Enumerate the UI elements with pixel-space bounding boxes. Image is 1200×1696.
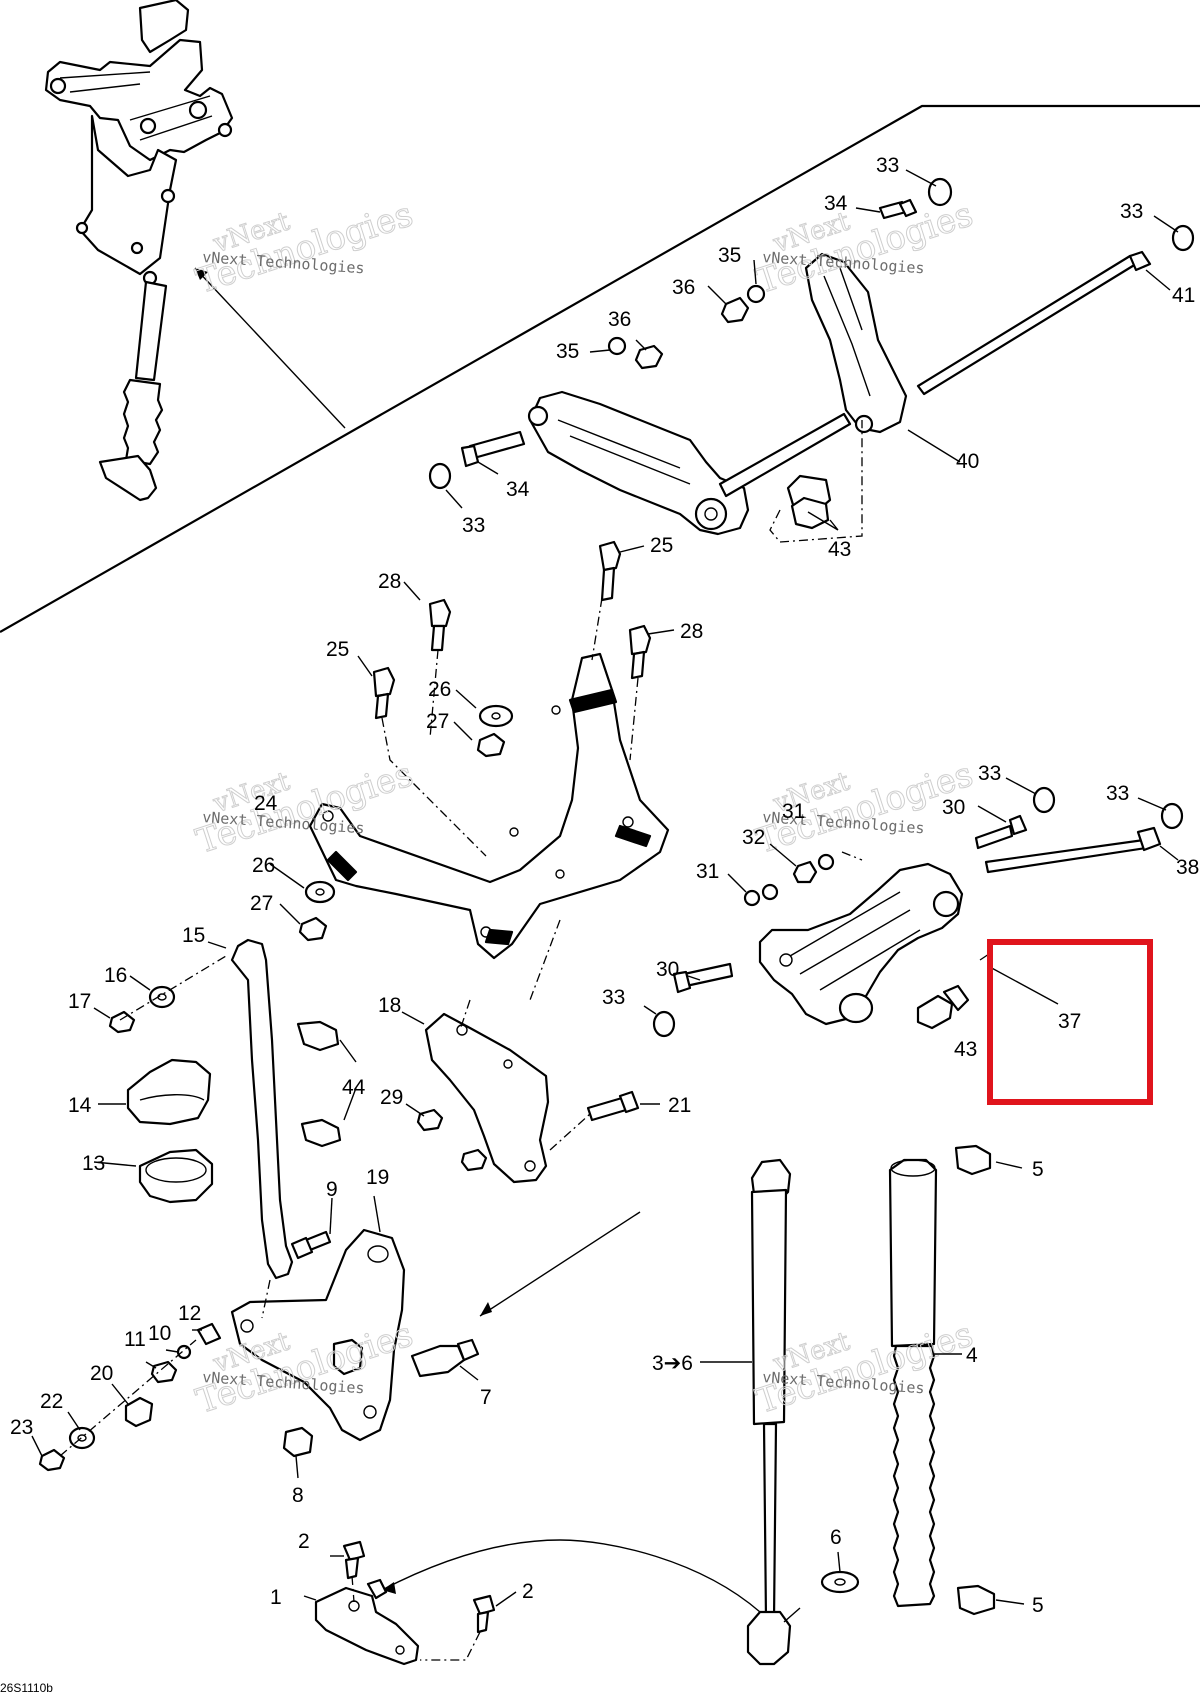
- callout-3-to-6: 3➔6: [652, 1352, 693, 1375]
- callout-43: 43: [828, 538, 851, 561]
- callout-31: 31: [782, 800, 805, 823]
- gas-spring-and-shock: [381, 1144, 996, 1666]
- callout-43: 43: [954, 1038, 977, 1061]
- callout-38: 38: [1176, 856, 1199, 879]
- upper-arm-assembly: [428, 177, 1195, 543]
- callout-28: 28: [378, 570, 401, 593]
- callout-34: 34: [824, 192, 848, 215]
- callout-31: 31: [696, 860, 719, 883]
- inset-boundary: [0, 104, 1200, 633]
- callout-35: 35: [718, 244, 741, 267]
- callout-33: 33: [978, 762, 1001, 785]
- callout-22: 22: [40, 1390, 63, 1413]
- callout-30: 30: [942, 796, 965, 819]
- callout-33: 33: [602, 986, 625, 1009]
- callout-32: 32: [742, 826, 765, 849]
- callout-15: 15: [182, 924, 205, 947]
- leader-lines: [31, 169, 1179, 1607]
- callout-16: 16: [104, 964, 127, 987]
- callout-5: 5: [1032, 1594, 1044, 1617]
- callout-6: 6: [830, 1526, 842, 1549]
- callout-labels: 33 34 33 35 36 41 36 35 40 34 33 43 25 2…: [10, 154, 1199, 1617]
- callout-10: 10: [148, 1322, 171, 1345]
- callout-44: 44: [342, 1076, 366, 1099]
- callout-28: 28: [680, 620, 703, 643]
- lower-arm-assembly: [652, 786, 1184, 1038]
- callout-14: 14: [68, 1094, 92, 1117]
- left-small-parts: [108, 938, 342, 1280]
- callout-36: 36: [672, 276, 695, 299]
- callout-34: 34: [506, 478, 530, 501]
- drawing-reference: 26S1110b: [0, 1681, 53, 1695]
- callout-25: 25: [326, 638, 349, 661]
- callout-30: 30: [656, 958, 679, 981]
- callout-41: 41: [1172, 284, 1195, 307]
- pedal-bracket-19: [38, 1211, 641, 1472]
- callout-23: 23: [10, 1416, 33, 1439]
- callout-33: 33: [462, 514, 485, 537]
- callout-27: 27: [250, 892, 273, 915]
- callout-7: 7: [480, 1386, 492, 1409]
- callout-17: 17: [68, 990, 91, 1013]
- callout-25: 25: [650, 534, 673, 557]
- callout-33: 33: [876, 154, 899, 177]
- bracket-fasteners: [298, 540, 652, 1001]
- callout-18: 18: [378, 994, 401, 1017]
- callout-20: 20: [90, 1362, 113, 1385]
- callout-19: 19: [366, 1166, 389, 1189]
- callout-24: 24: [254, 792, 278, 815]
- callout-4: 4: [966, 1344, 978, 1367]
- callout-26: 26: [428, 678, 451, 701]
- callout-8: 8: [292, 1484, 304, 1507]
- callout-13: 13: [82, 1152, 105, 1175]
- callout-33: 33: [1120, 200, 1143, 223]
- callout-40: 40: [956, 450, 979, 473]
- bracket-1: [314, 1540, 496, 1666]
- callout-12: 12: [178, 1302, 201, 1325]
- callout-9: 9: [326, 1178, 338, 1201]
- inset-assembly-drawing: [44, 0, 234, 502]
- callout-5: 5: [1032, 1158, 1044, 1181]
- callout-1: 1: [270, 1586, 282, 1609]
- callout-35: 35: [556, 340, 579, 363]
- callout-21: 21: [668, 1094, 691, 1117]
- callout-26: 26: [252, 854, 275, 877]
- callout-37: 37: [1058, 1010, 1081, 1033]
- callout-2: 2: [522, 1580, 534, 1603]
- callout-2: 2: [298, 1530, 310, 1553]
- callout-11: 11: [124, 1328, 146, 1351]
- support-bracket: [308, 652, 670, 960]
- callout-27: 27: [426, 710, 449, 733]
- bracket-18: [416, 999, 640, 1184]
- callout-29: 29: [380, 1086, 403, 1109]
- callout-33: 33: [1106, 782, 1129, 805]
- callout-36: 36: [608, 308, 631, 331]
- highlight-box: [987, 939, 1153, 1105]
